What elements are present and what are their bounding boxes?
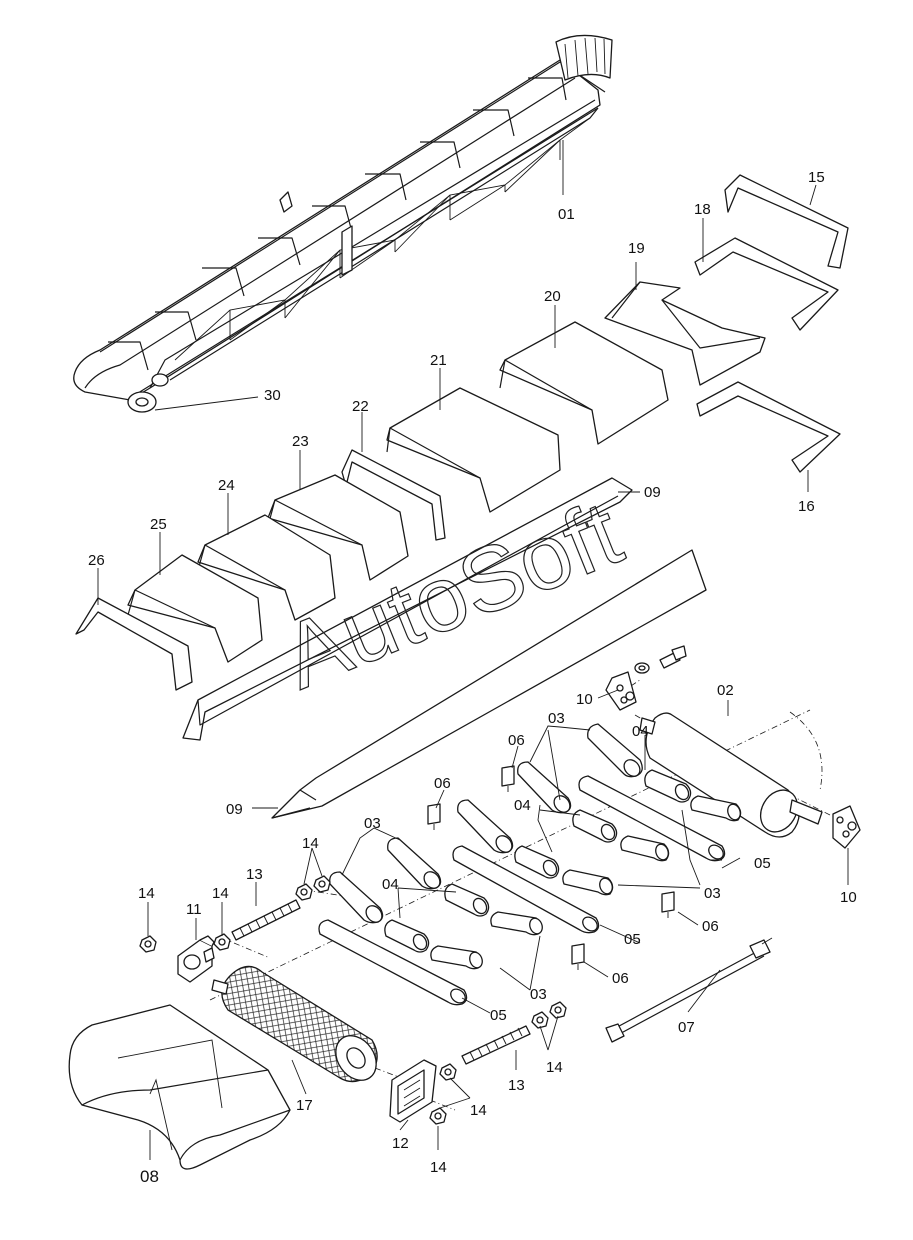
tie-rod-07 [605, 937, 773, 1043]
bolt-top [659, 645, 687, 669]
cover-15 [724, 174, 849, 269]
cover-16 [696, 381, 841, 473]
label-23: 23 [292, 433, 309, 450]
hood-23 [267, 474, 409, 581]
nuts-14 [139, 875, 567, 1125]
label-22: 22 [352, 398, 369, 415]
bracket-10-top [605, 671, 637, 711]
label-14-c: 14 [302, 835, 319, 852]
label-07: 07 [678, 1019, 695, 1036]
hood-21 [386, 387, 561, 513]
idler-rollers [318, 723, 742, 1006]
label-10-top: 10 [576, 691, 593, 708]
bearing-block-11 [177, 935, 215, 983]
label-25: 25 [150, 516, 167, 533]
knurled-drum-17 [211, 965, 378, 1083]
hood-24 [197, 514, 336, 621]
label-03-bottom: 03 [530, 986, 547, 1003]
label-06-bottom: 06 [612, 970, 629, 987]
hood-25 [127, 554, 263, 663]
label-16: 16 [798, 498, 815, 515]
label-17: 17 [296, 1097, 313, 1114]
label-12: 12 [392, 1135, 409, 1152]
label-24: 24 [218, 477, 235, 494]
label-18: 18 [694, 201, 711, 218]
label-09-upper: 09 [644, 484, 661, 501]
label-21: 21 [430, 352, 447, 369]
label-26: 26 [88, 552, 105, 569]
bearing-plate-12 [389, 1059, 437, 1123]
label-03-top: 03 [548, 710, 565, 727]
conveyor-frame-01 [73, 34, 613, 413]
label-06-mid: 06 [434, 775, 451, 792]
label-13-right: 13 [508, 1077, 525, 1094]
studs-06 [427, 765, 675, 970]
label-14-f: 14 [430, 1159, 447, 1176]
hood-19 [604, 281, 766, 386]
callout-labels: 01 30 15 18 19 20 21 22 23 24 25 26 09 0… [88, 169, 857, 1186]
hood-26 [75, 597, 193, 691]
belt-08 [68, 1004, 291, 1170]
bracket-10-right [832, 805, 861, 849]
skirt-rail-09-lower [271, 549, 707, 819]
label-06-right: 06 [702, 918, 719, 935]
label-15: 15 [808, 169, 825, 186]
label-30: 30 [264, 387, 281, 404]
label-04-mid: 04 [514, 797, 531, 814]
label-01: 01 [558, 206, 575, 223]
label-03-left: 03 [364, 815, 381, 832]
hood-20 [499, 321, 669, 445]
label-14-b: 14 [212, 885, 229, 902]
label-08: 08 [140, 1167, 159, 1186]
label-05-bottom: 05 [490, 1007, 507, 1024]
threaded-rod-13-left [231, 899, 301, 941]
label-10-right: 10 [840, 889, 857, 906]
label-20: 20 [544, 288, 561, 305]
leader-lines [97, 140, 849, 1160]
label-14-a: 14 [138, 885, 155, 902]
threaded-rod-13-right [461, 1025, 531, 1065]
label-05-mid: 05 [624, 931, 641, 948]
cover-18 [694, 237, 839, 331]
label-04-left: 04 [382, 876, 399, 893]
label-11: 11 [186, 901, 202, 918]
label-02: 02 [717, 682, 734, 699]
label-05-right: 05 [754, 855, 771, 872]
drive-drum-02 [639, 712, 823, 838]
skirt-rail-09-upper [182, 477, 633, 741]
label-14-e: 14 [470, 1102, 487, 1119]
label-19: 19 [628, 240, 645, 257]
hood-22 [341, 449, 446, 541]
label-03-right: 03 [704, 885, 721, 902]
label-09-lower: 09 [226, 801, 243, 818]
label-13-left: 13 [246, 866, 263, 883]
label-04-top: 04 [632, 723, 649, 740]
washer-top [634, 662, 650, 674]
label-06-top: 06 [508, 732, 525, 749]
label-14-d: 14 [546, 1059, 563, 1076]
